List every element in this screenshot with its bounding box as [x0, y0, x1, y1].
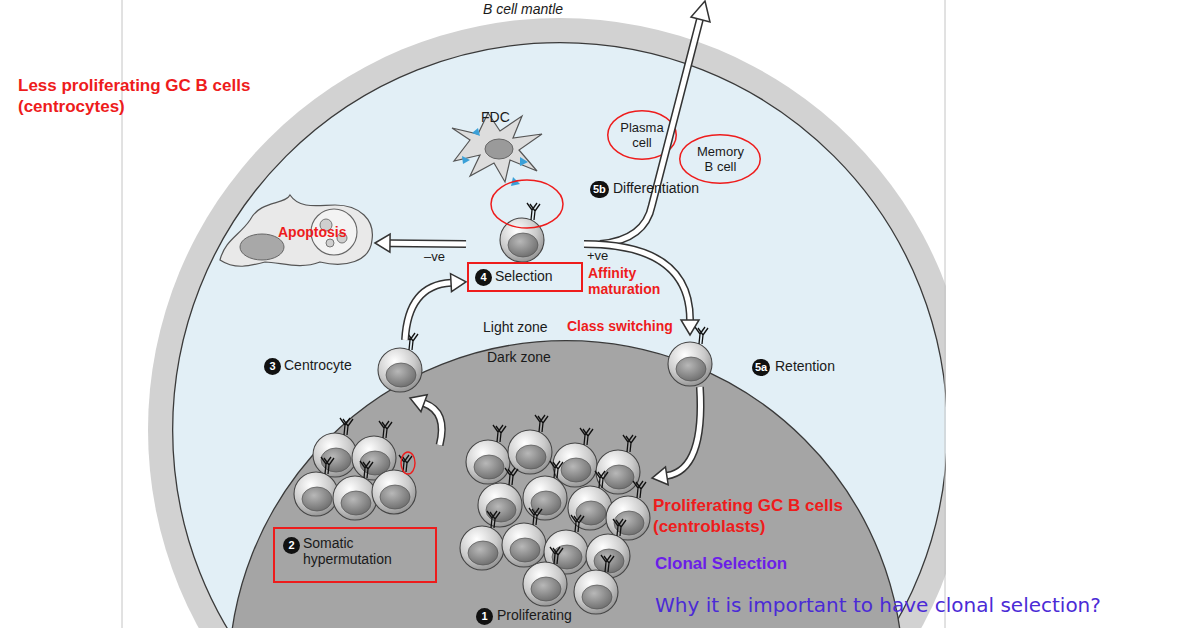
annotation: Class switching	[567, 318, 673, 334]
step-label: Retention	[775, 358, 835, 374]
edge-label: –ve	[424, 249, 445, 264]
step-label: Differentiation	[613, 180, 699, 196]
edge-label: +ve	[587, 248, 608, 263]
exit-arrow-fill	[600, 19, 700, 244]
apoptotic-bleb	[337, 233, 347, 243]
b-cell	[606, 481, 650, 540]
fdc-nucleus	[485, 139, 513, 159]
annotation: Affinity maturation	[588, 265, 683, 297]
arrow-connector	[375, 234, 466, 252]
b-cell	[333, 461, 377, 520]
apoptotic-cell	[311, 209, 357, 255]
callout-number: 1	[476, 608, 493, 625]
arrow-outline	[390, 239, 466, 248]
arrow-outline	[667, 387, 701, 476]
arrow-body	[405, 283, 451, 340]
callout-number: 5a	[752, 359, 770, 376]
arrow-body	[584, 244, 690, 320]
arrow-head	[410, 395, 427, 412]
b-cell	[460, 511, 504, 570]
b-cell	[508, 415, 552, 474]
antigen-marker	[520, 157, 528, 166]
b-cell	[294, 457, 338, 516]
annotation: Clonal Selection	[655, 553, 787, 574]
antigen-marker	[472, 128, 480, 136]
arrow-head	[451, 274, 466, 292]
macrophage	[220, 195, 372, 266]
b-cell	[553, 428, 597, 487]
b-cell	[478, 468, 522, 527]
frame-mask	[946, 0, 1200, 628]
b-cell	[313, 418, 357, 477]
cell-label: Plasma cell	[614, 120, 670, 150]
arrow-outline	[405, 283, 451, 340]
antigen-marker	[462, 156, 470, 164]
arrow-body	[667, 387, 701, 476]
b-cell	[502, 508, 546, 567]
frame-line	[945, 0, 946, 628]
annotation: Apoptosis	[278, 224, 346, 240]
cell-label: Memory B cell	[693, 144, 748, 174]
arrow-outline	[424, 403, 442, 445]
arrow-body	[390, 241, 466, 247]
arrow-outline	[584, 244, 690, 320]
b-cell	[574, 555, 618, 614]
handwritten-question: Why it is important to have clonal selec…	[655, 592, 1101, 618]
arrow-body	[424, 403, 442, 445]
b-cell	[523, 547, 567, 606]
callout-number: 2	[283, 537, 300, 554]
step-label: Selection	[495, 268, 580, 284]
exit-arrow-outline	[600, 19, 700, 244]
zone-label: Dark zone	[487, 349, 551, 365]
arrow-connector	[405, 274, 466, 340]
annotation: Proliferating GC B cells (centroblasts)	[653, 495, 893, 537]
b-cell	[378, 333, 422, 392]
b-cell	[500, 203, 544, 262]
dark-zone-shape	[229, 341, 904, 628]
arrow-head	[681, 320, 699, 335]
highlight-box: 2Somatic hypermutation	[273, 527, 437, 583]
red-highlight	[491, 180, 563, 228]
arrow-connector	[652, 387, 701, 485]
memory-cell-circle: Memory B cell	[679, 134, 761, 184]
apoptotic-bleb	[320, 219, 332, 231]
arrow-head	[652, 467, 668, 485]
red-highlight	[401, 452, 415, 474]
callout-number: 3	[264, 358, 281, 375]
callout-number: 5b	[590, 181, 609, 198]
apoptotic-bleb	[326, 239, 334, 247]
zone-label: Light zone	[483, 319, 548, 335]
highlight-box: 4Selection	[467, 262, 583, 292]
b-cell	[372, 455, 416, 514]
exit-arrow-head	[691, 1, 710, 22]
zone-label: B cell mantle	[483, 1, 563, 17]
b-cell	[523, 461, 567, 520]
step-label: Somatic hypermutation	[303, 535, 428, 567]
callout-number: 4	[475, 269, 492, 286]
step-label: Proliferating	[497, 607, 572, 623]
macrophage-nucleus	[240, 234, 284, 260]
annotation: Less proliferating GC B cells (centrocyt…	[18, 75, 308, 117]
arrow-head	[375, 234, 390, 252]
cell-label: FDC	[481, 109, 510, 125]
b-cell	[466, 425, 510, 484]
memory-cell-circle-shape	[680, 135, 761, 184]
arrow-connector	[410, 395, 442, 445]
step-label: Centrocyte	[284, 357, 352, 373]
